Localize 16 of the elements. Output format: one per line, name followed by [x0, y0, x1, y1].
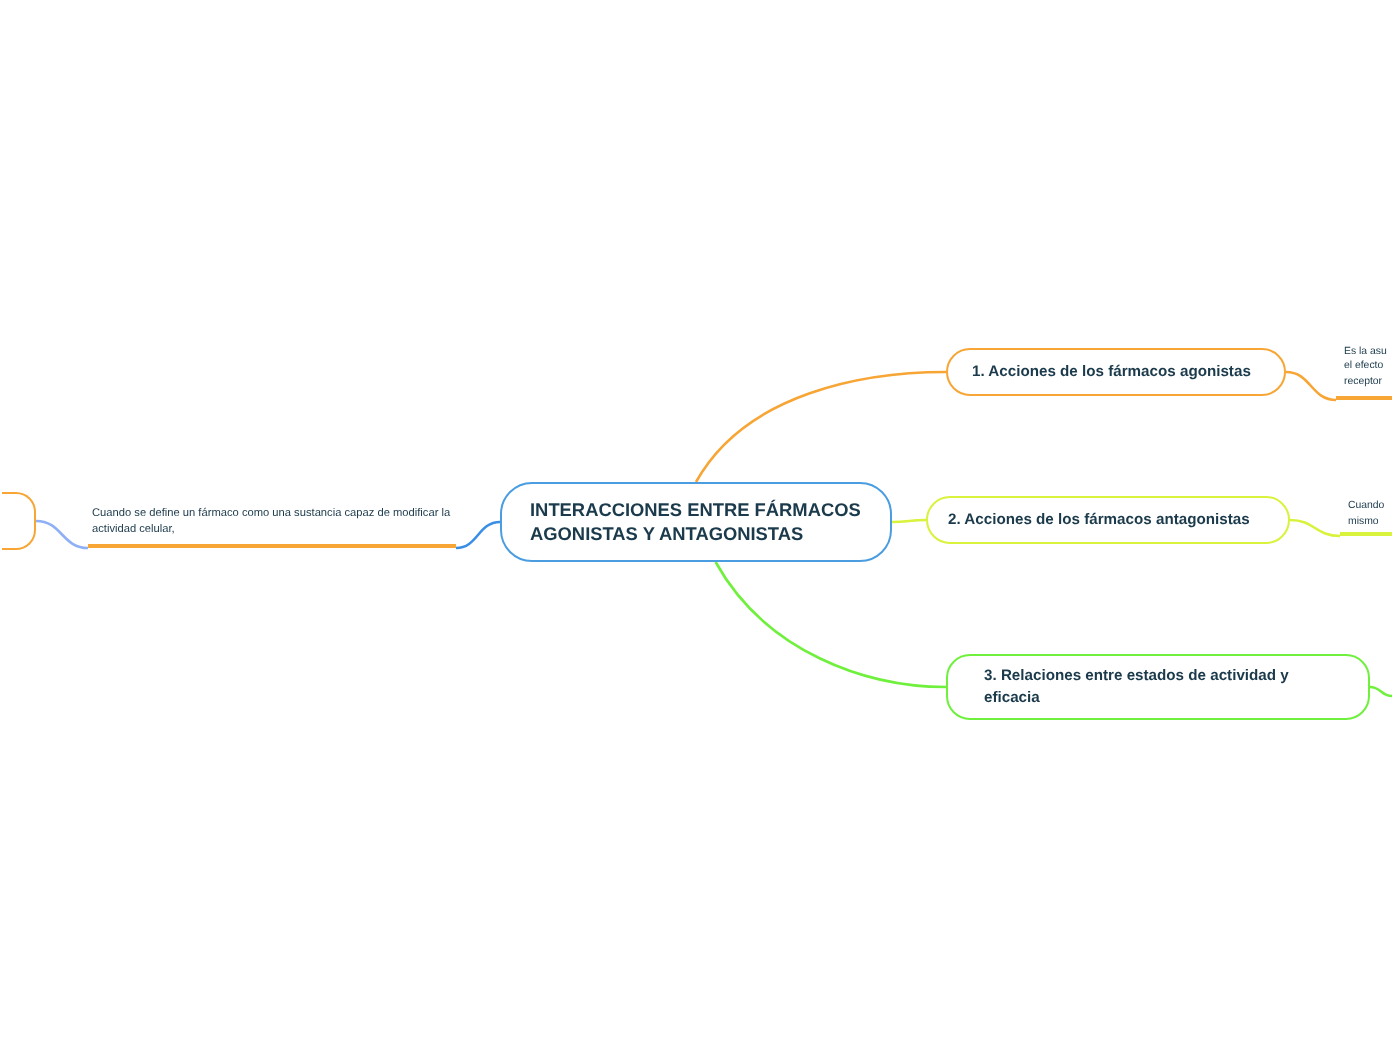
- topic-box: [926, 496, 1290, 544]
- central-topic-text: INTERACCIONES ENTRE FÁRMACOS AGONISTAS Y ANTAGONISTAS: [530, 497, 863, 547]
- connector-line: [1285, 370, 1337, 402]
- connector-line: [714, 561, 947, 689]
- central-topic-box: [500, 482, 892, 562]
- connector-line: [35, 519, 89, 550]
- connector-line: [1289, 518, 1341, 538]
- subtopic-underline: [1336, 340, 1392, 400]
- connector-line: [1369, 685, 1392, 698]
- topic-box: [946, 654, 1370, 720]
- connector-line: [455, 520, 501, 550]
- connector-line: [694, 370, 947, 483]
- topic-box: [946, 348, 1286, 396]
- subtopic-underline: [1340, 500, 1392, 536]
- topic-box: [2, 492, 36, 550]
- connector-line: [892, 518, 926, 524]
